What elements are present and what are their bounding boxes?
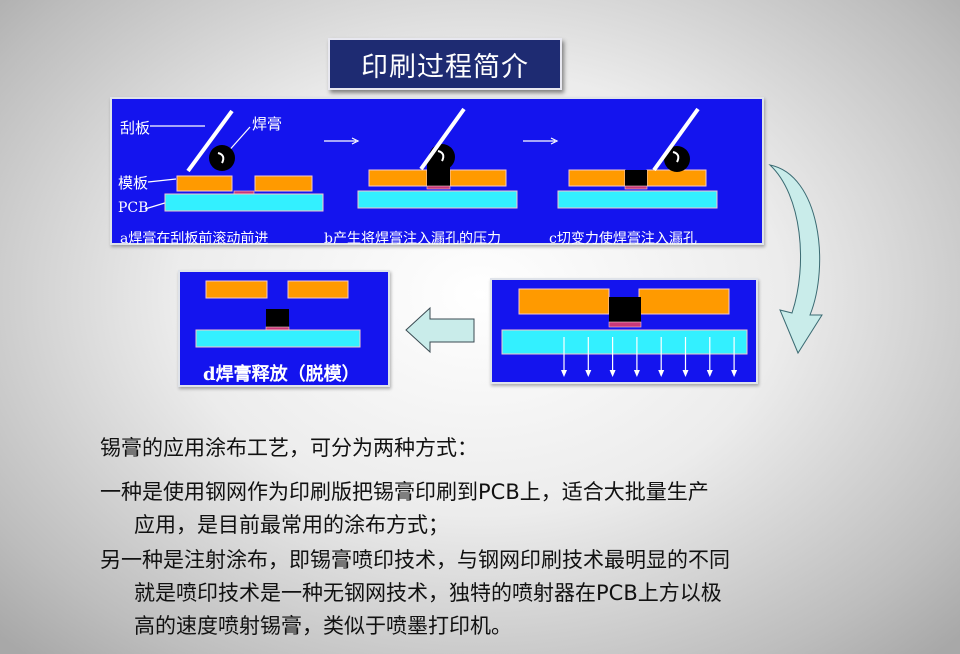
item2-line1: 另一种是注射涂布，即锡膏喷印技术，与钢网印刷技术最明显的不同 (100, 548, 730, 572)
item2-line2: 就是喷印技术是一种无钢网技术，独特的喷射器在PCB上方以极 (134, 581, 722, 605)
stage-e-panel (490, 278, 758, 384)
release-arrow-icon (682, 337, 689, 377)
caption-a: a焊膏在刮板前滚动前进 (120, 231, 269, 247)
stages-diagram (144, 107, 718, 212)
release-arrow-icon (731, 337, 738, 377)
stencil-label: 模板 (118, 174, 149, 192)
intro-text: 锡膏的应用涂布工艺，可分为两种方式： (100, 436, 478, 460)
slide-title: 印刷过程简介 (328, 38, 562, 90)
arrow-head (351, 137, 360, 145)
printing-stages-abc-panel: 刮板 焊膏 模板 PCB a焊膏在刮板前滚动前进 b产生将焊膏注入漏孔的压力 c… (110, 97, 764, 247)
release-arrow-icon (561, 337, 567, 377)
pcb-label: PCB (118, 200, 149, 216)
release-arrow-icon (609, 337, 616, 377)
stage-b (357, 107, 518, 209)
caption-d: d焊膏释放（脱模） (203, 364, 360, 385)
release-arrow-icon (658, 337, 665, 377)
stage-c (557, 107, 718, 209)
curved-down-arrow-icon (768, 164, 823, 355)
item1-line1: 一种是使用钢网作为印刷版把锡膏印刷到PCB上，适合大批量生产 (100, 480, 709, 504)
stage-e-diagram (501, 288, 748, 377)
stage-d-diagram (195, 280, 361, 348)
pcb-leader-line (144, 201, 169, 210)
item1-line2: 应用，是目前最常用的涂布方式； (134, 513, 449, 537)
stage-a (164, 109, 324, 212)
squeegee-label: 刮板 (120, 119, 151, 137)
left-arrow-icon (405, 306, 475, 354)
release-arrow-icon (585, 337, 592, 377)
caption-b: b产生将焊膏注入漏孔的压力 (324, 231, 501, 247)
stencil-leader-line (147, 178, 177, 183)
release-arrow-icon (633, 337, 640, 377)
item2-line3: 高的速度喷射锡膏，类似于喷墨打印机。 (134, 614, 512, 638)
release-arrow-icon (706, 337, 713, 377)
stage-d-panel: d焊膏释放（脱模） (178, 270, 390, 387)
paste-label: 焊膏 (252, 115, 283, 133)
caption-c: c切变力使焊膏注入漏孔 (549, 231, 697, 247)
